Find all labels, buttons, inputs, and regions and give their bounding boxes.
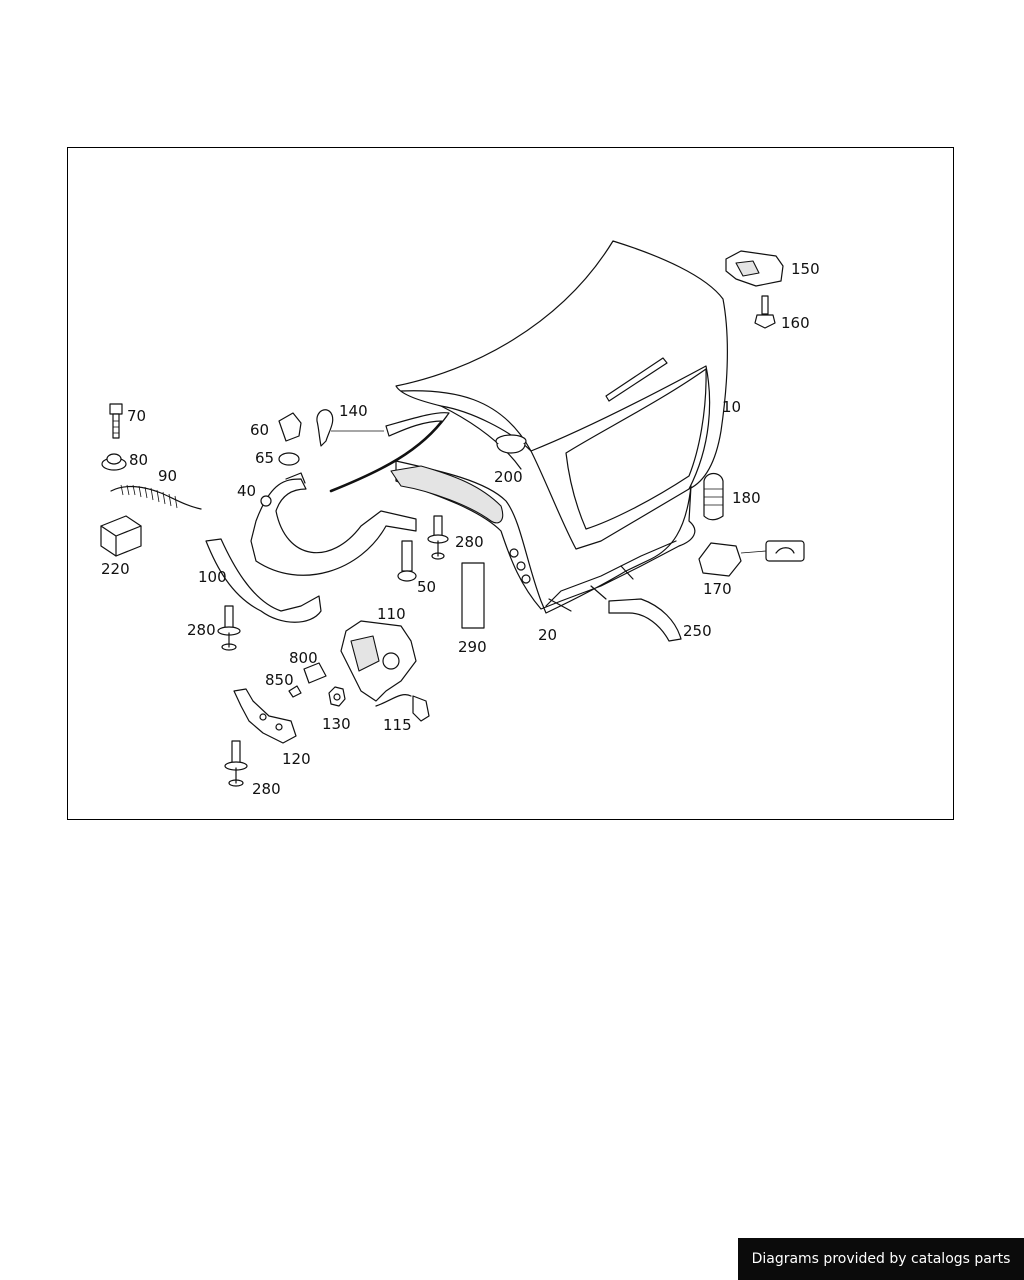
callout-280-b: 280 <box>187 621 216 639</box>
screw-part-160 <box>754 295 776 329</box>
callout-20: 20 <box>538 626 557 644</box>
grommet-part-65 <box>278 452 300 466</box>
callout-800: 800 <box>289 649 318 667</box>
plug-part-200 <box>495 434 527 454</box>
callout-140: 140 <box>339 402 368 420</box>
callout-90: 90 <box>158 467 177 485</box>
spring-part-90 <box>110 484 202 510</box>
pin-part-850 <box>288 685 302 698</box>
lock-assembly-part-110 <box>340 620 417 702</box>
hinge-part-40 <box>250 472 417 576</box>
callout-180: 180 <box>732 489 761 507</box>
callout-10: 10 <box>722 398 741 416</box>
callout-160: 160 <box>781 314 810 332</box>
seal-part-140 <box>316 409 450 493</box>
callout-200: 200 <box>494 468 523 486</box>
inner-panel-part-20 <box>390 460 696 614</box>
hinge-part-100 <box>205 538 322 623</box>
parts-diagram-frame: 10 20 40 50 60 65 70 80 90 100 110 115 1… <box>67 147 954 820</box>
bolt-part-280-c <box>224 740 248 787</box>
callout-40: 40 <box>237 482 256 500</box>
callout-170: 170 <box>703 580 732 598</box>
bracket-part-800 <box>303 662 327 684</box>
callout-150: 150 <box>791 260 820 278</box>
block-part-220 <box>100 515 142 557</box>
clip-part-60 <box>278 412 302 442</box>
trim-part-250 <box>608 598 682 642</box>
callout-65: 65 <box>255 449 274 467</box>
label-part-290 <box>461 562 485 629</box>
callout-850: 850 <box>265 671 294 689</box>
bolt-part-280-a <box>427 515 449 560</box>
callout-50: 50 <box>417 578 436 596</box>
callout-110: 110 <box>377 605 406 623</box>
callout-250: 250 <box>683 622 712 640</box>
callout-220: 220 <box>101 560 130 578</box>
bolt-part-50 <box>397 540 417 582</box>
exploded-parts-diagram: 10 20 40 50 60 65 70 80 90 100 110 115 1… <box>100 240 820 798</box>
buffer-part-180 <box>703 472 724 521</box>
callout-115: 115 <box>383 716 412 734</box>
trunk-lid-part-10 <box>395 240 728 550</box>
switch-part-170 <box>698 540 805 577</box>
striker-plate-part-120 <box>233 688 297 744</box>
callout-60: 60 <box>250 421 269 439</box>
callout-80: 80 <box>129 451 148 469</box>
washer-part-80 <box>101 453 127 471</box>
callout-130: 130 <box>322 715 351 733</box>
callout-280-c: 280 <box>252 780 281 798</box>
lock-cable-part-115 <box>375 694 430 722</box>
callout-290: 290 <box>458 638 487 656</box>
bolt-part-70 <box>109 403 123 439</box>
nut-part-130 <box>328 686 346 707</box>
bracket-part-150 <box>725 250 784 287</box>
callout-280-a: 280 <box>455 533 484 551</box>
credit-banner: Diagrams provided by catalogs parts <box>738 1238 1024 1280</box>
callout-120: 120 <box>282 750 311 768</box>
callout-70: 70 <box>127 407 146 425</box>
credit-text: Diagrams provided by catalogs parts <box>751 1251 1011 1267</box>
callout-100: 100 <box>198 568 227 586</box>
bolt-part-280-b <box>217 605 241 651</box>
